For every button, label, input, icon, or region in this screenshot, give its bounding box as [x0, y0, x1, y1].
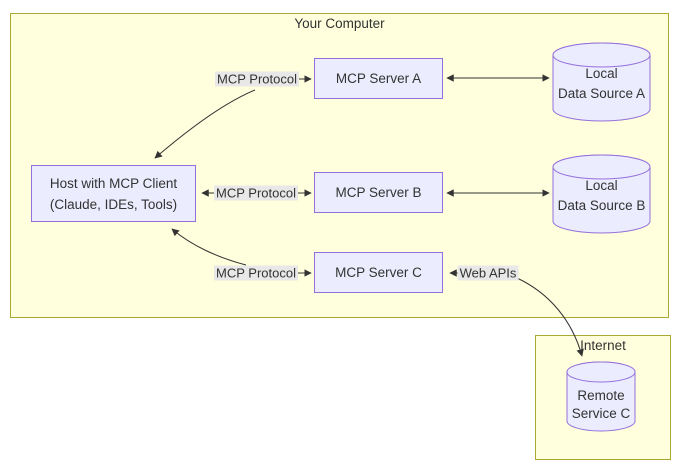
node-remote-service-c-label: Remote Service C — [567, 387, 635, 423]
source-b-line1: Local — [585, 178, 618, 193]
node-server-a-label: MCP Server A — [335, 71, 422, 86]
node-host-line1: Host with MCP Client — [49, 175, 178, 191]
source-a-line2: Data Source A — [557, 86, 646, 101]
database-cylinder-source-a — [552, 42, 651, 122]
source-a-line1: Local — [585, 66, 618, 81]
node-mcp-server-b: MCP Server B — [314, 172, 443, 213]
node-server-c-label: MCP Server C — [335, 265, 422, 280]
source-b-line2: Data Source B — [557, 198, 646, 213]
node-local-data-source-b-label: Local Data Source B — [553, 176, 650, 216]
node-local-data-source-a-label: Local Data Source A — [553, 64, 650, 104]
node-server-b-label: MCP Server B — [335, 185, 422, 200]
remote-c-line2: Service C — [571, 406, 631, 421]
node-mcp-server-a: MCP Server A — [314, 58, 443, 99]
edge-web-apis-to-remote-c — [516, 277, 584, 357]
node-host-with-mcp-client: Host with MCP Client (Claude, IDEs, Tool… — [31, 165, 196, 222]
database-cylinder-source-b — [552, 154, 651, 234]
cluster-your-computer-title: Your Computer — [294, 16, 385, 31]
edge-label-mcp-protocol-c: MCP Protocol — [214, 265, 298, 281]
node-mcp-server-c: MCP Server C — [314, 252, 443, 293]
edge-protocol-a-to-host — [154, 89, 256, 159]
cluster-internet-title: Internet — [580, 338, 626, 353]
edge-label-web-apis: Web APIs — [457, 265, 519, 281]
edge-protocol-c-to-host — [171, 228, 247, 266]
database-cylinder-remote-c — [566, 361, 636, 432]
remote-c-line1: Remote — [577, 388, 625, 403]
edge-label-mcp-protocol-a: MCP Protocol — [215, 71, 299, 87]
node-host-line2: (Claude, IDEs, Tools) — [49, 196, 178, 212]
edge-label-mcp-protocol-b: MCP Protocol — [214, 185, 298, 201]
